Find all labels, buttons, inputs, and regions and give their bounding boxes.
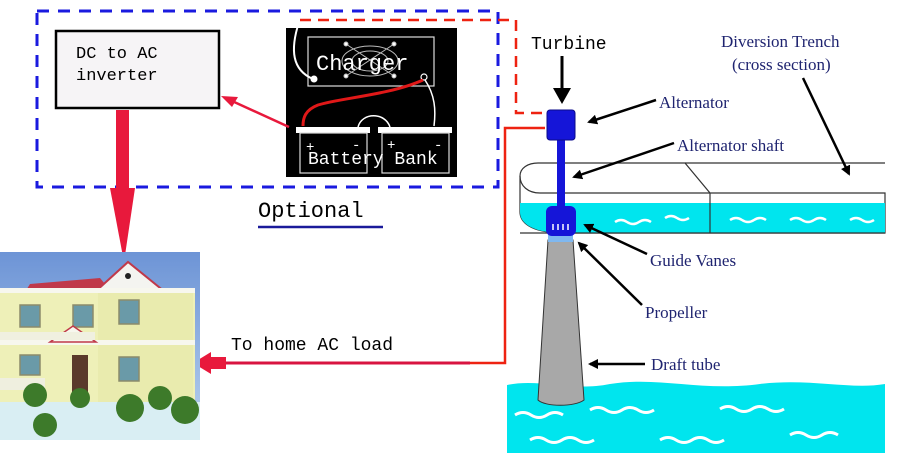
battery-1 xyxy=(296,127,370,174)
diversion-trench xyxy=(519,162,886,234)
trench-label-line1: Diversion Trench xyxy=(721,32,840,51)
turbine-arrow xyxy=(553,56,571,104)
part-label-alternator: Alternator xyxy=(587,93,729,125)
part-label-draft-tube: Draft tube xyxy=(588,355,720,374)
inverter-label-line2: inverter xyxy=(76,67,158,86)
battery-2 xyxy=(378,127,452,174)
charger-red-wire xyxy=(301,78,424,127)
turbine-illustration xyxy=(507,109,886,453)
guide-vanes-label: Guide Vanes xyxy=(650,251,736,270)
alternator-label: Alternator xyxy=(659,93,729,112)
inverter-to-home-arrow xyxy=(110,110,135,262)
optional-label: Optional xyxy=(258,199,364,224)
alternator-shaft xyxy=(557,138,565,208)
trench-label-line2: (cross section) xyxy=(732,55,831,74)
home-load-label: To home AC load xyxy=(231,336,393,356)
home-load-arrow xyxy=(193,352,470,374)
battery2-plus: + xyxy=(387,138,395,154)
charger-white-wire xyxy=(292,21,314,80)
part-label-guide-vanes: Guide Vanes xyxy=(583,223,736,270)
turbine-label: Turbine xyxy=(531,35,607,55)
alternator-shaft-label: Alternator shaft xyxy=(677,136,784,155)
part-label-diversion-trench: Diversion Trench (cross section) xyxy=(721,32,851,176)
water-waves-lower xyxy=(514,405,839,444)
water-waves-trench xyxy=(614,214,875,226)
propeller-label: Propeller xyxy=(645,303,708,322)
charger-white-wire-2 xyxy=(424,79,436,127)
draft-tube-label: Draft tube xyxy=(651,355,720,374)
inverter-label-line1: DC to AC xyxy=(76,45,158,64)
draft-tube xyxy=(537,239,585,406)
turbine-to-charger-dashed-wire xyxy=(300,18,547,115)
battery-to-inverter-arrow xyxy=(221,96,290,129)
fan-icon xyxy=(341,41,399,79)
battery1-minus: - xyxy=(352,138,360,154)
charger-label: Charger xyxy=(316,52,408,77)
part-label-propeller: Propeller xyxy=(577,241,708,322)
inverter-box: DC to AC inverter xyxy=(54,29,221,110)
turbine-to-home-wire xyxy=(468,126,545,365)
part-label-alternator-shaft: Alternator shaft xyxy=(572,136,784,180)
charger-box xyxy=(307,36,435,87)
alternator xyxy=(546,109,576,141)
charger-battery-panel: Charger + - + - Battery Bank xyxy=(286,21,457,177)
guide-vanes xyxy=(546,206,576,236)
battery-link-wire xyxy=(357,115,391,128)
house-illustration xyxy=(0,252,200,440)
optional-group-border xyxy=(35,9,500,189)
battery2-minus: - xyxy=(434,138,442,154)
battery1-plus: + xyxy=(306,140,314,156)
battery-bank-label: Battery Bank xyxy=(308,150,438,170)
